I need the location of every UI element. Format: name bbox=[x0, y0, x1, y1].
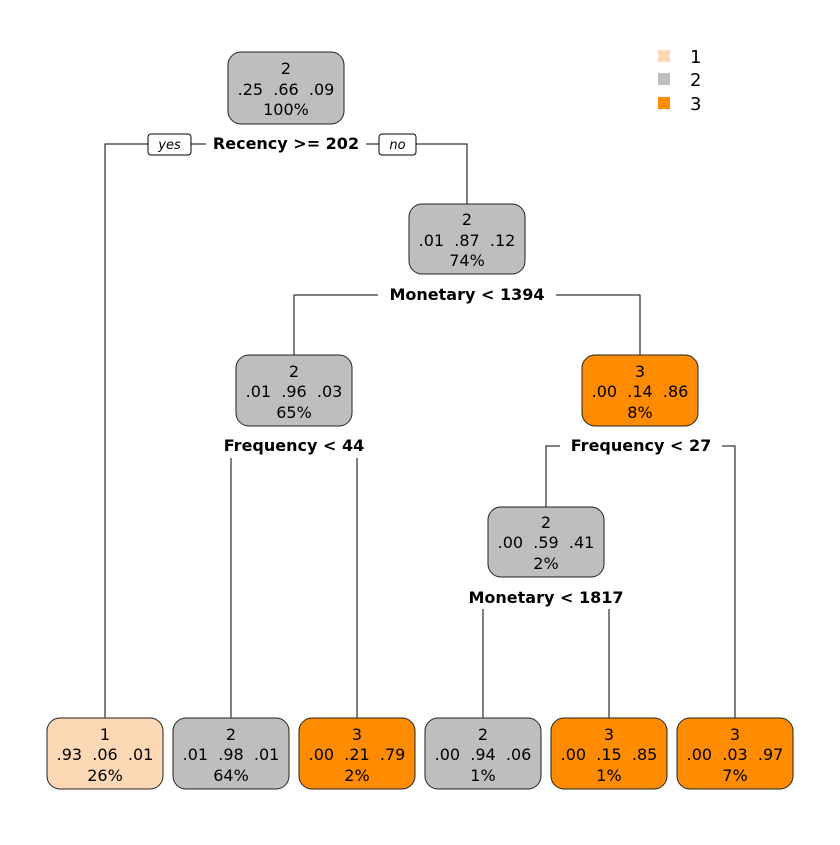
node-probs: .25 .66 .09 bbox=[238, 80, 335, 99]
legend-label-1: 1 bbox=[690, 47, 701, 68]
node-n2: 2 .01 .87 .12 74% bbox=[408, 203, 526, 275]
leaf-probs: .00 .21 .79 bbox=[309, 745, 406, 764]
yes-tag: yes bbox=[147, 133, 192, 156]
edge-n4-left bbox=[545, 445, 560, 507]
leaf-percent: 64% bbox=[213, 766, 249, 785]
no-tag: no bbox=[378, 133, 417, 156]
node-percent: 2% bbox=[533, 554, 558, 573]
leaf-percent: 1% bbox=[596, 766, 621, 785]
edge-n2-left bbox=[293, 294, 378, 355]
node-class: 2 bbox=[289, 362, 299, 381]
leaf-probs: .93 .06 .01 bbox=[57, 745, 154, 764]
node-probs: .00 .14 .86 bbox=[592, 382, 689, 401]
legend-label-3: 3 bbox=[690, 94, 701, 115]
node-percent: 8% bbox=[627, 403, 652, 422]
node-n4: 3 .00 .14 .86 8% bbox=[581, 354, 699, 427]
tree-edges bbox=[104, 143, 736, 718]
legend-swatch-2 bbox=[658, 73, 670, 85]
leaf-class: 3 bbox=[604, 725, 614, 744]
leaf-node-3: 3 .00 .21 .79 2% bbox=[298, 717, 416, 790]
node-class: 2 bbox=[541, 513, 551, 532]
split-label-n5: Monetary < 1817 bbox=[469, 588, 624, 607]
leaf-percent: 1% bbox=[470, 766, 495, 785]
node-percent: 65% bbox=[276, 403, 312, 422]
edge-n4-right bbox=[722, 445, 736, 718]
edge-n2-right bbox=[556, 294, 641, 355]
node-class: 2 bbox=[281, 59, 291, 78]
no-tag-label: no bbox=[389, 138, 405, 153]
edge-root-right bbox=[416, 143, 468, 204]
leaf-probs: .00 .15 .85 bbox=[561, 745, 658, 764]
yes-tag-label: yes bbox=[157, 138, 181, 153]
node-n3: 2 .01 .96 .03 65% bbox=[235, 354, 353, 427]
split-label-root: Recency >= 202 bbox=[213, 134, 359, 153]
split-label-n3: Frequency < 44 bbox=[224, 436, 364, 455]
split-label-n4: Frequency < 27 bbox=[571, 436, 711, 455]
node-probs: .01 .96 .03 bbox=[246, 382, 343, 401]
leaf-class: 2 bbox=[478, 725, 488, 744]
leaf-node-6: 3 .00 .03 .97 7% bbox=[676, 717, 794, 790]
leaf-class: 1 bbox=[100, 725, 110, 744]
legend: 1 2 3 bbox=[658, 47, 701, 115]
leaf-percent: 7% bbox=[722, 766, 747, 785]
leaf-node-5: 3 .00 .15 .85 1% bbox=[550, 717, 668, 790]
edge-root-left bbox=[104, 143, 148, 718]
leaf-probs: .00 .94 .06 bbox=[435, 745, 532, 764]
leaf-class: 3 bbox=[352, 725, 362, 744]
leaf-percent: 26% bbox=[87, 766, 123, 785]
leaf-node-2: 2 .01 .98 .01 64% bbox=[172, 717, 290, 790]
leaf-probs: .01 .98 .01 bbox=[183, 745, 280, 764]
leaf-node-4: 2 .00 .94 .06 1% bbox=[424, 717, 542, 790]
node-n5: 2 .00 .59 .41 2% bbox=[487, 506, 605, 578]
node-root: 2 .25 .66 .09 100% bbox=[227, 51, 345, 125]
legend-label-2: 2 bbox=[690, 70, 701, 91]
leaf-percent: 2% bbox=[344, 766, 369, 785]
leaf-class: 3 bbox=[730, 725, 740, 744]
node-class: 3 bbox=[635, 362, 645, 381]
leaf-class: 2 bbox=[226, 725, 236, 744]
node-percent: 100% bbox=[263, 100, 309, 119]
node-probs: .01 .87 .12 bbox=[419, 231, 516, 250]
legend-swatch-1 bbox=[658, 50, 670, 62]
split-label-n2: Monetary < 1394 bbox=[390, 285, 545, 304]
leaf-probs: .00 .03 .97 bbox=[687, 745, 784, 764]
node-probs: .00 .59 .41 bbox=[498, 533, 595, 552]
leaf-node-1: 1 .93 .06 .01 26% bbox=[46, 717, 164, 790]
legend-swatch-3 bbox=[658, 97, 670, 109]
node-percent: 74% bbox=[449, 251, 485, 270]
node-class: 2 bbox=[462, 210, 472, 229]
